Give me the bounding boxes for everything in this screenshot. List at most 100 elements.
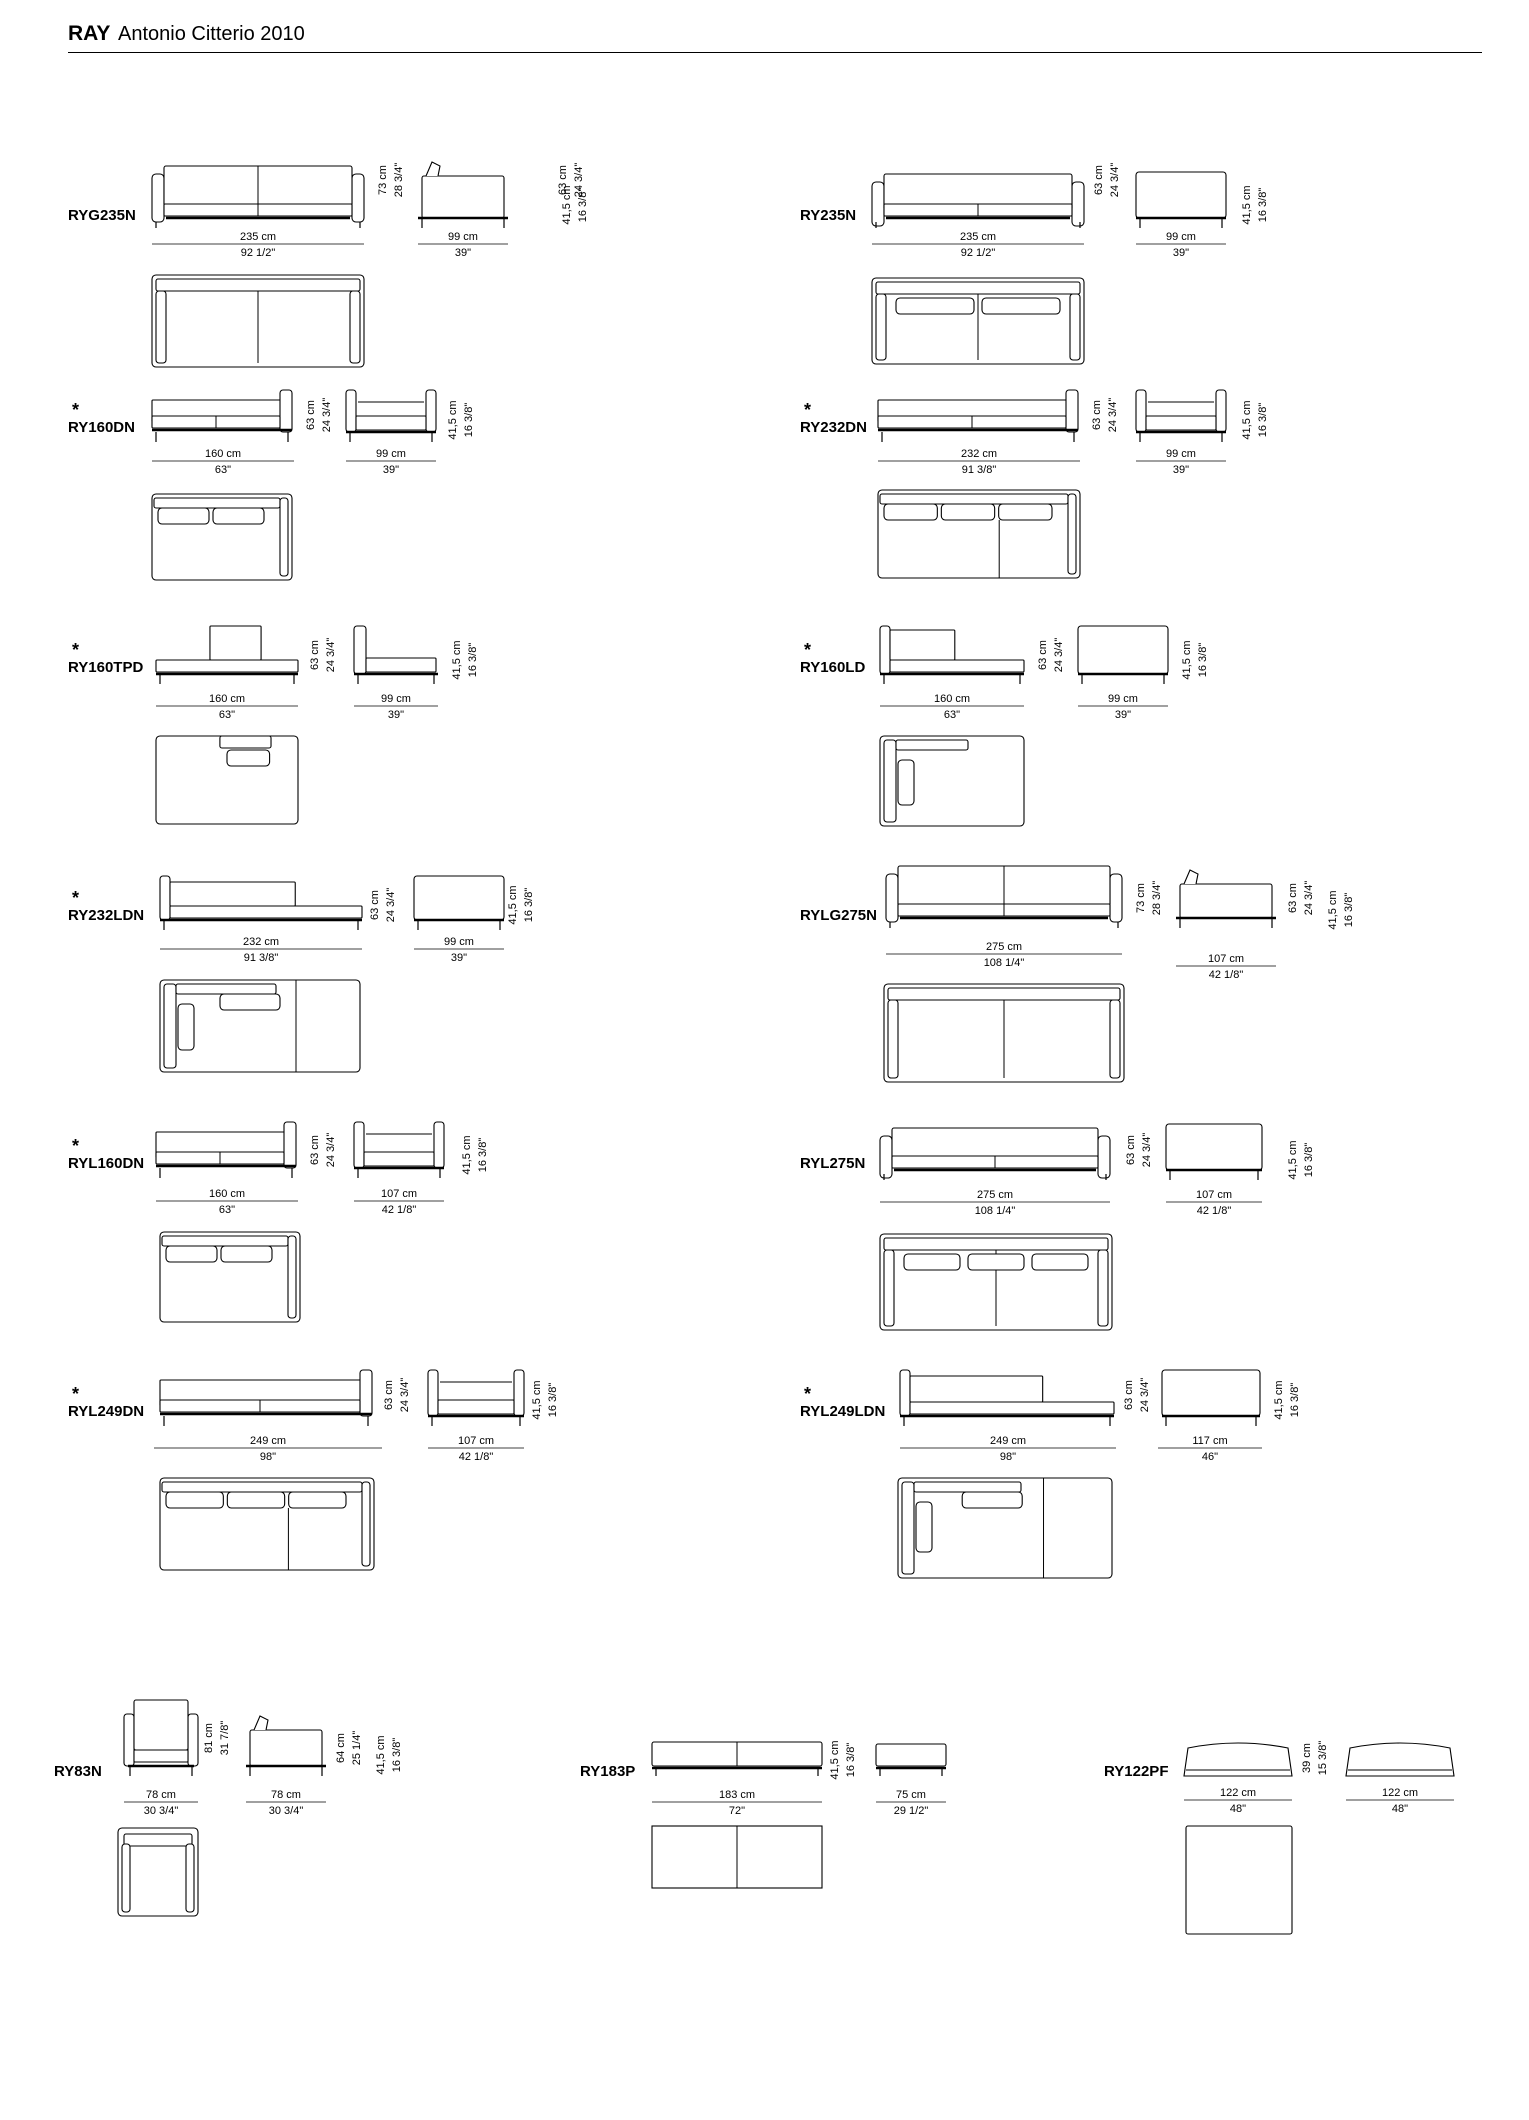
arm-left <box>151 173 165 223</box>
side-body <box>1165 1123 1263 1171</box>
width-in: 92 1/2" <box>961 247 996 259</box>
arm-right <box>1071 181 1085 227</box>
dimension-label: 41,5 cm <box>451 640 463 679</box>
back-cushion <box>123 1833 193 1847</box>
dimension-label: 24 3/4" <box>325 1133 337 1168</box>
throw-pillow <box>903 1253 961 1271</box>
throw-pillow <box>212 507 265 525</box>
arm <box>1067 493 1077 575</box>
dimension-label: 63 cm <box>1123 1380 1135 1410</box>
product-code: RY83N <box>54 1763 102 1780</box>
dimension-label: 81 cm <box>203 1723 215 1753</box>
throw-pillow <box>226 749 271 767</box>
designer-year: Antonio Citterio 2010 <box>118 23 305 45</box>
dimension-label: 16 3/8" <box>1289 1383 1301 1418</box>
dimension-label: 16 3/8" <box>467 643 479 678</box>
depth-in: 42 1/8" <box>1209 969 1244 981</box>
back-cushion <box>883 1237 1109 1251</box>
back-cushion <box>161 1235 289 1247</box>
width-cm: 249 cm <box>250 1435 286 1447</box>
dimension-label: 63 cm <box>369 890 381 920</box>
back-cushion <box>253 1715 269 1731</box>
arm <box>359 1369 373 1417</box>
dimension-label: 15 3/8" <box>1317 1741 1329 1776</box>
arm-left <box>883 1249 895 1327</box>
arm <box>361 1481 371 1567</box>
depth-cm: 78 cm <box>271 1789 301 1801</box>
dimension-label: 63 cm <box>383 1380 395 1410</box>
width-in: 63" <box>215 464 231 476</box>
depth-in: 39" <box>455 247 471 259</box>
width-cm: 249 cm <box>990 1435 1026 1447</box>
dimension-label: 24 3/4" <box>1141 1133 1153 1168</box>
dimension-label: 24 3/4" <box>1053 638 1065 673</box>
back-cushion <box>425 161 441 177</box>
backrest <box>209 625 262 661</box>
width-cm: 232 cm <box>961 448 997 460</box>
product-code: RYL249DN <box>68 1403 144 1420</box>
throw-pillow <box>220 1245 273 1263</box>
depth-in: 42 1/8" <box>382 1204 417 1216</box>
throw-pillow <box>177 1003 195 1051</box>
arm <box>1215 389 1227 433</box>
dimension-label: 28 3/4" <box>1151 881 1163 916</box>
side-body <box>421 175 505 219</box>
back-cushion <box>1183 869 1199 885</box>
plan-outline <box>1185 1825 1293 1935</box>
throw-pillow <box>219 993 281 1011</box>
arm <box>163 983 177 1069</box>
plan-outline <box>879 735 1025 827</box>
arm <box>883 739 897 823</box>
arm <box>425 389 437 433</box>
width-cm: 122 cm <box>1220 1787 1256 1799</box>
product-code: RYL160DN <box>68 1155 144 1172</box>
back-cushion <box>887 987 1121 1001</box>
arm <box>1135 389 1147 433</box>
brand-name: RAY <box>68 22 111 45</box>
modular-marker: * <box>72 888 79 908</box>
dimension-label: 16 3/8" <box>1257 403 1269 438</box>
depth-in: 39" <box>388 709 404 721</box>
seat-cushion <box>363 1151 435 1167</box>
dimension-label: 73 cm <box>377 165 389 195</box>
throw-pillow <box>915 1501 933 1553</box>
width-cm: 235 cm <box>960 231 996 243</box>
dimension-label: 16 3/8" <box>523 888 535 923</box>
dimension-label: 24 3/4" <box>573 163 585 198</box>
arm-right <box>1109 873 1123 923</box>
depth-in: 42 1/8" <box>459 1451 494 1463</box>
arm <box>345 389 357 433</box>
dimension-label: 41,5 cm <box>561 185 573 224</box>
arm <box>1065 389 1079 433</box>
product-code: RY160TPD <box>68 659 143 676</box>
back-cushion <box>155 278 361 292</box>
throw-pillow <box>1031 1253 1089 1271</box>
back-cushion <box>879 493 1069 505</box>
depth-cm: 99 cm <box>376 448 406 460</box>
dimension-label: 16 3/8" <box>845 1743 857 1778</box>
seat-cushion <box>875 1743 947 1767</box>
arm <box>899 1369 911 1417</box>
arm-right <box>1069 293 1081 361</box>
depth-in: 30 3/4" <box>269 1805 304 1817</box>
dimension-label: 41,5 cm <box>531 1380 543 1419</box>
width-in: 92 1/2" <box>241 247 276 259</box>
depth-in: 39" <box>1173 247 1189 259</box>
throw-pillow <box>967 1253 1025 1271</box>
product-code: RY183P <box>580 1763 635 1780</box>
modular-marker: * <box>72 400 79 420</box>
dimension-label: 41,5 cm <box>1241 185 1253 224</box>
depth-cm: 107 cm <box>1196 1189 1232 1201</box>
width-in: 63" <box>219 709 235 721</box>
width-cm: 232 cm <box>243 936 279 948</box>
